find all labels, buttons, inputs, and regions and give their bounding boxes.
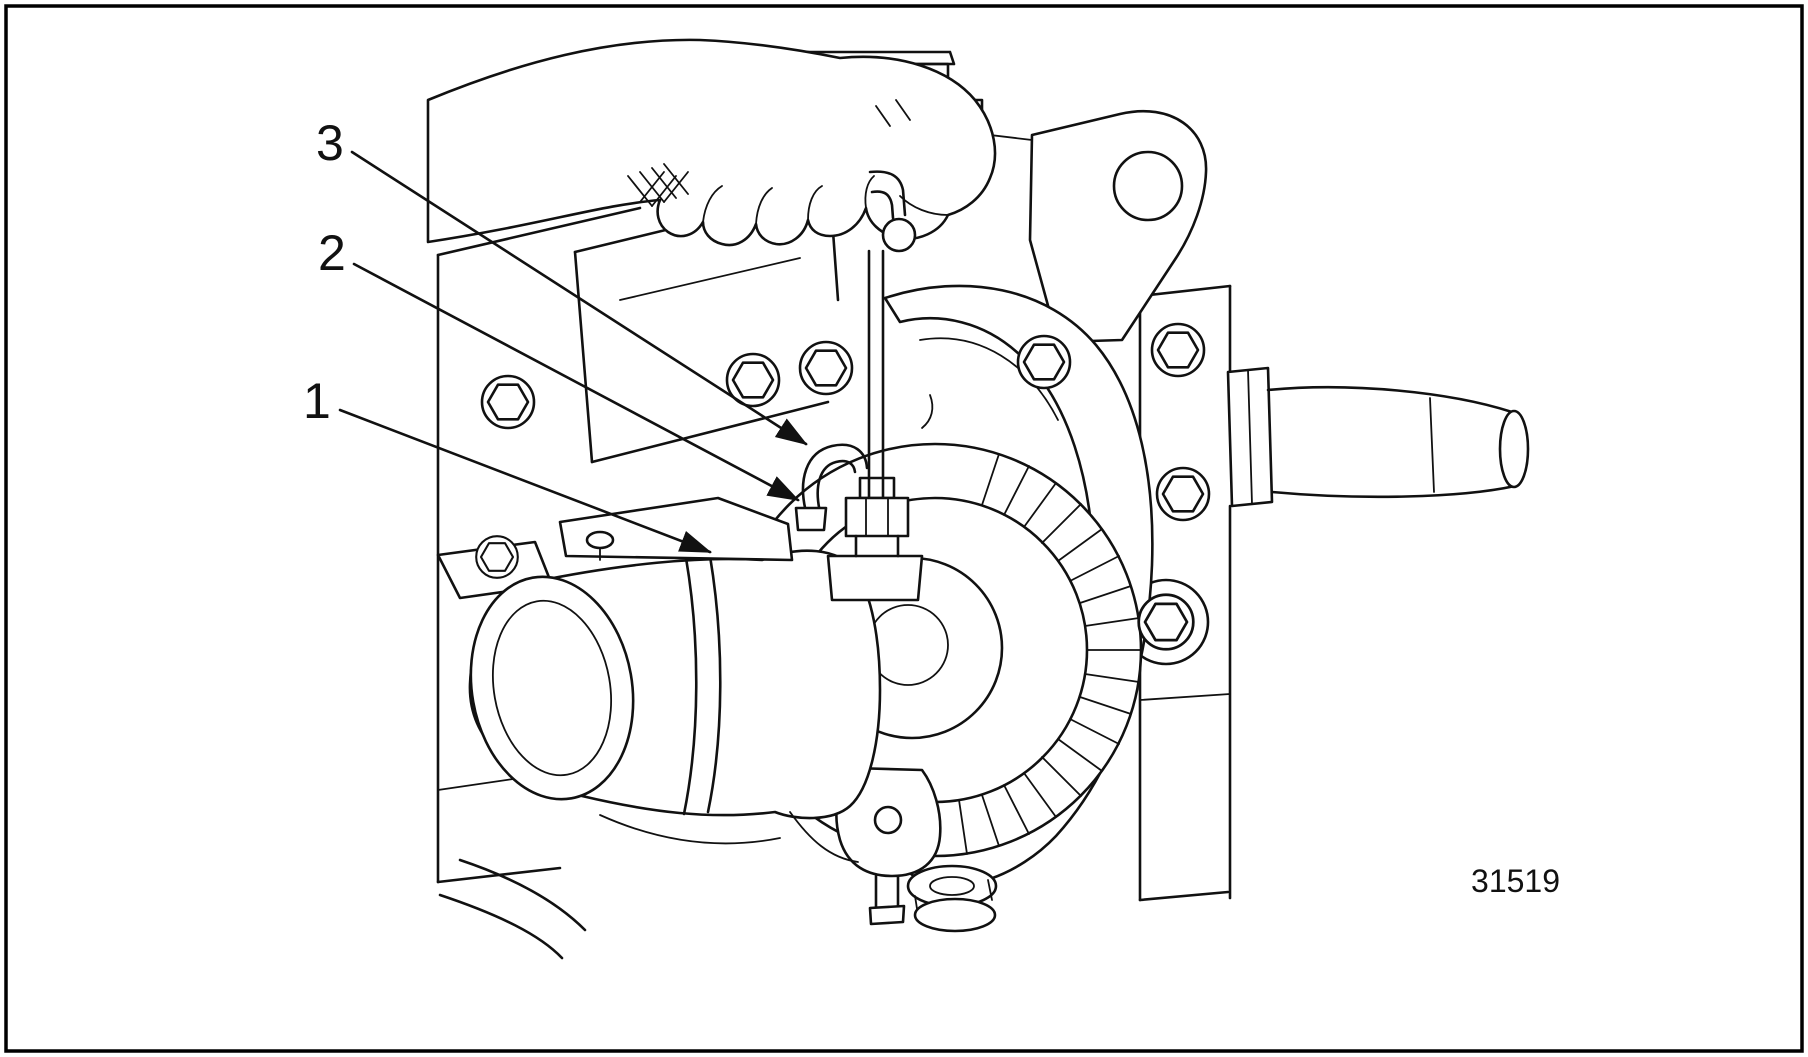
callout-3-leader (350, 150, 808, 446)
turbo-mounting-flange (835, 766, 998, 933)
tool-shaft (867, 170, 917, 499)
callout-1-label: 1 (303, 373, 331, 429)
callout-2-leader (352, 262, 800, 502)
callout-2-label: 2 (318, 225, 346, 281)
exhaust-pipe (1226, 366, 1530, 508)
figure-border (4, 4, 1804, 1053)
callout-1-leader (338, 408, 712, 554)
hook-pipe-fitting (794, 443, 869, 532)
duct-top-plate (558, 496, 794, 562)
socket-fitting (826, 476, 924, 602)
callout-leaders (338, 150, 808, 554)
figure-number: 31519 (1471, 863, 1560, 899)
hand-and-arm (426, 38, 997, 247)
callout-3-label: 3 (316, 115, 344, 171)
inlet-duct (468, 549, 882, 863)
wrist-hatch-patch (627, 163, 689, 207)
